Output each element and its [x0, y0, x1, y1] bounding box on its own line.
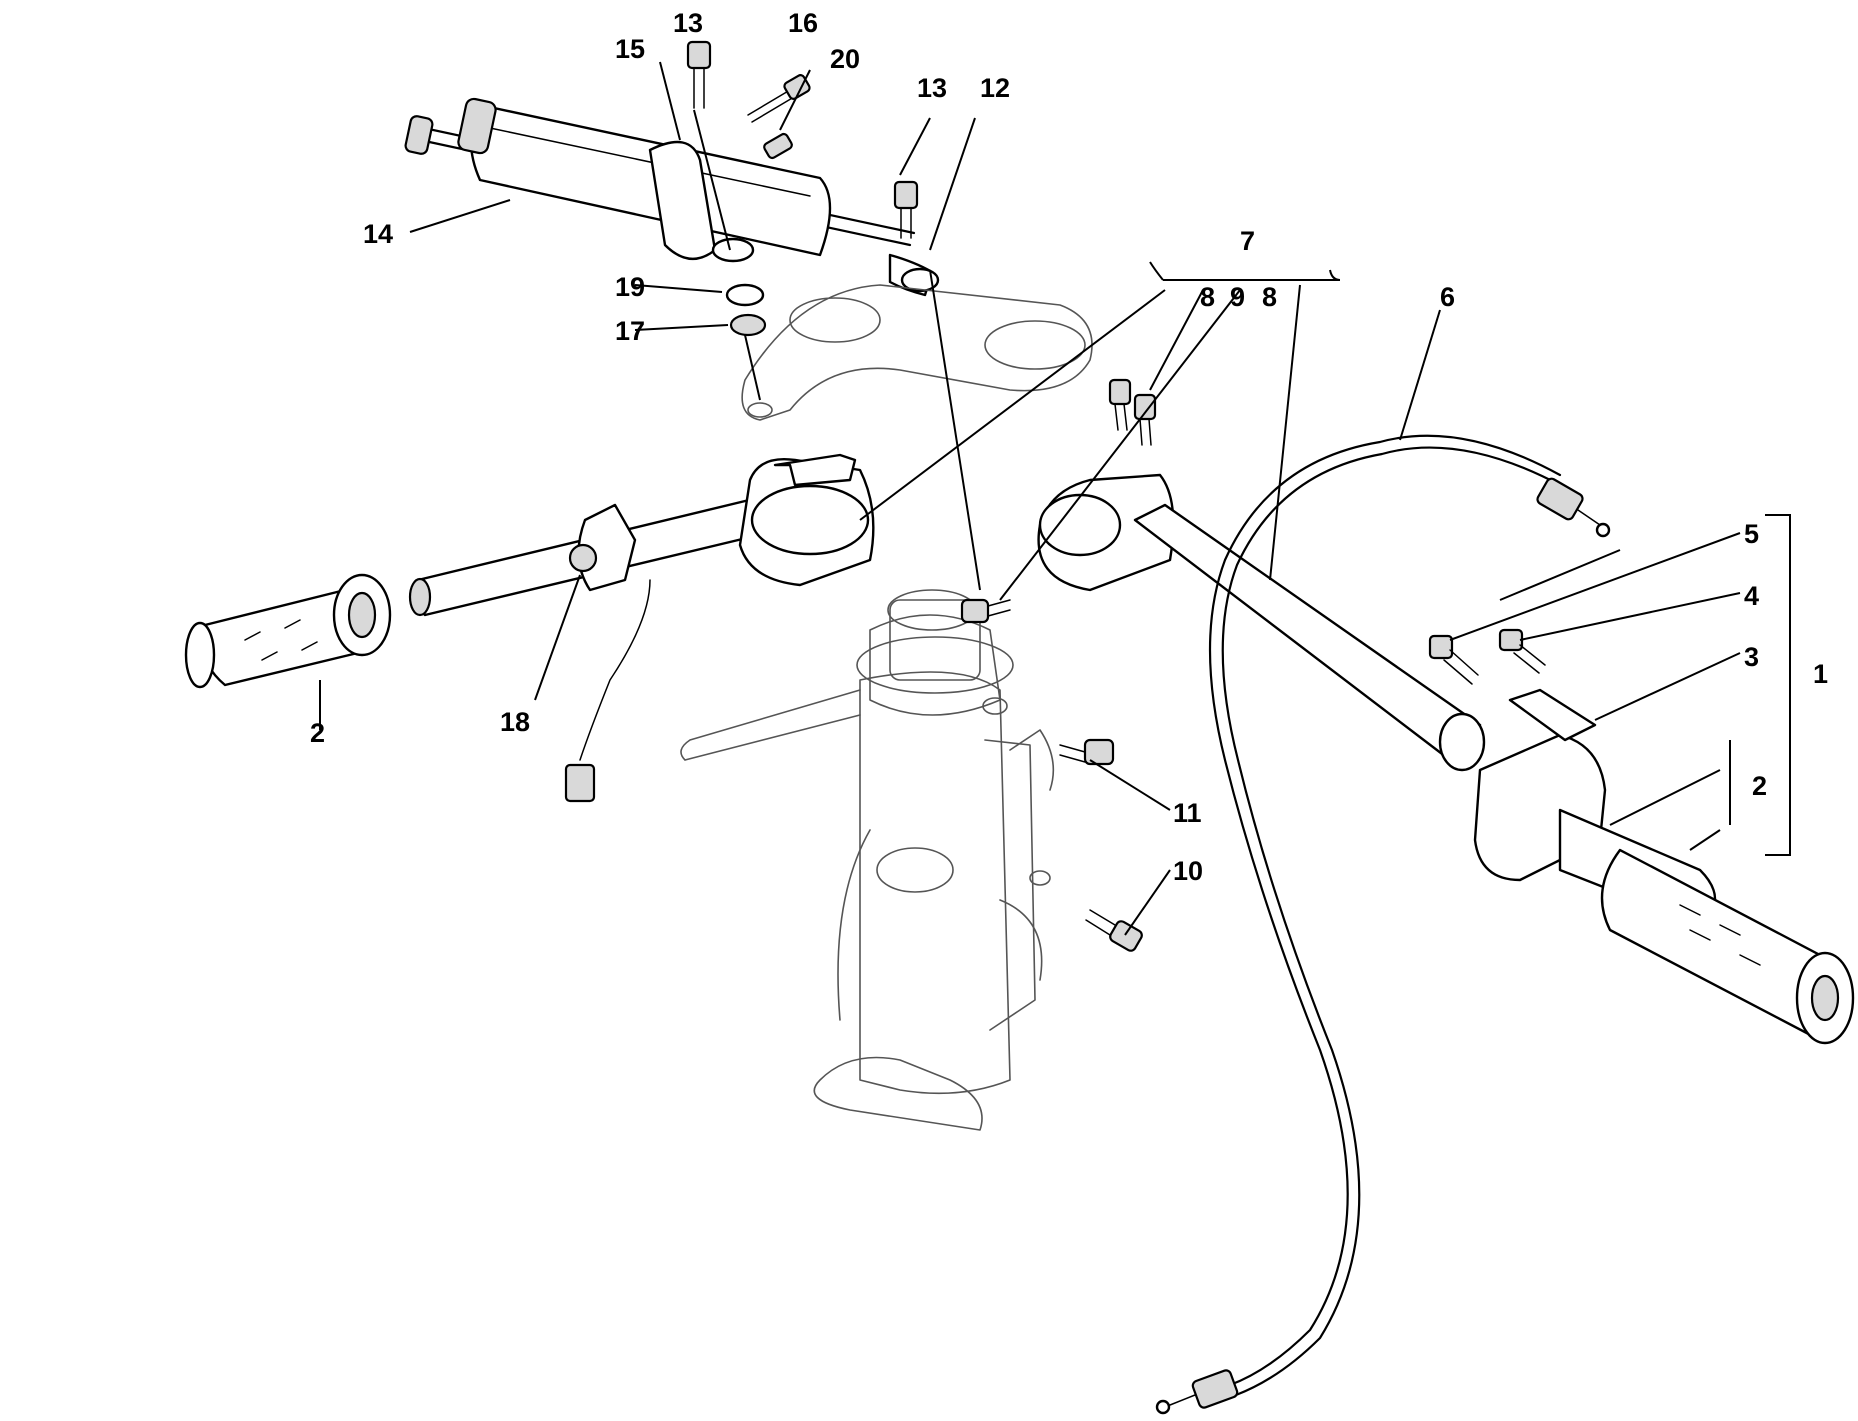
- callout-7: 7: [1240, 226, 1255, 256]
- bolt-8-a: [1108, 378, 1132, 431]
- callout-4: 4: [1744, 581, 1759, 611]
- callout-15: 15: [615, 34, 645, 64]
- callout-18: 18: [500, 707, 530, 737]
- callout-3: 3: [1744, 642, 1759, 672]
- callout-11: 11: [1173, 798, 1202, 828]
- left-grip: [184, 573, 392, 689]
- callout-12: 12: [980, 73, 1010, 103]
- callout-14: 14: [363, 219, 393, 249]
- bolt-13-top: [686, 40, 712, 109]
- callout-5: 5: [1744, 519, 1759, 549]
- washer-17: [729, 313, 767, 337]
- o-ring-19: [725, 283, 765, 307]
- callout-labels: 13 16 15 20 13 12 14 19 17 7 8 9 8 6 5 4…: [310, 8, 1828, 886]
- upper-triple-clamp: [741, 284, 1093, 421]
- bolt-11: [1059, 738, 1115, 766]
- callout-10: 10: [1173, 856, 1203, 886]
- throttle-grip-assembly: [1473, 688, 1855, 1045]
- callout-2-right: 2: [1752, 771, 1767, 801]
- callout-19: 19: [615, 272, 645, 302]
- bolt-16: [747, 74, 811, 123]
- steering-damper: [404, 97, 940, 297]
- callout-8-a: 8: [1200, 282, 1215, 312]
- callout-6: 6: [1440, 282, 1455, 312]
- right-handlebar: [1037, 473, 1486, 772]
- callout-9: 9: [1230, 282, 1245, 312]
- bolt-10: [1085, 909, 1143, 952]
- bolt-13-right: [893, 180, 919, 239]
- spacer-20: [763, 132, 793, 160]
- leader-lines: [319, 61, 1791, 936]
- bolt-9: [1133, 393, 1157, 446]
- callout-20: 20: [830, 44, 860, 74]
- callout-2-left: 2: [310, 718, 325, 748]
- callout-13-top: 13: [673, 8, 703, 38]
- throttle-cable: [1155, 434, 1611, 1415]
- steering-stem-frame: [680, 589, 1055, 1131]
- bolt-5: [1428, 634, 1479, 685]
- left-handlebar: [408, 453, 875, 803]
- bolt-near-stem: [960, 598, 1011, 624]
- callout-1: 1: [1813, 659, 1828, 689]
- callout-8-b: 8: [1262, 282, 1277, 312]
- callout-16: 16: [788, 8, 818, 38]
- callout-13-right: 13: [917, 73, 947, 103]
- callout-17: 17: [615, 316, 645, 346]
